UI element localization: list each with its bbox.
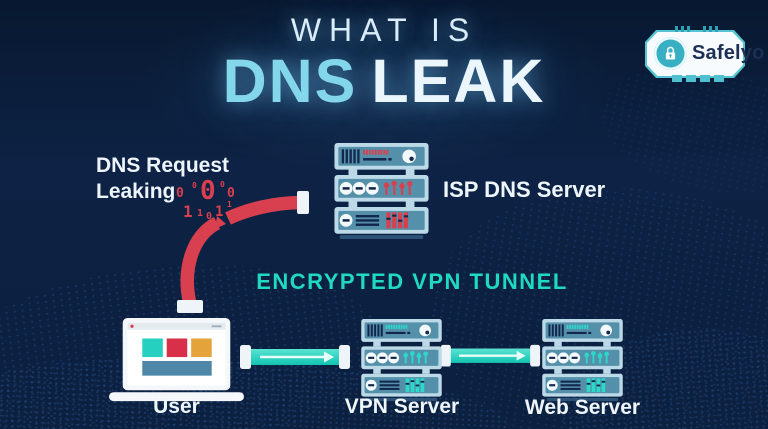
badge-content: Safelyo [654, 37, 765, 70]
server-rack-icon [361, 319, 442, 402]
server-rack-icon [334, 143, 429, 240]
tunnel-connector-vpn-web [440, 344, 541, 370]
lock-icon [654, 37, 687, 70]
binary-digit: 1 [215, 204, 224, 220]
binary-digit: 1 [197, 208, 204, 219]
binary-digit: 0 [206, 211, 213, 222]
binary-digit: 1 [183, 202, 193, 221]
badge-tick-marks [703, 26, 718, 32]
badge-segments [672, 75, 724, 82]
title-rest-leak: LEAK [371, 47, 546, 115]
encrypted-vpn-tunnel-label: ENCRYPTED VPN TUNNEL [256, 269, 568, 294]
vpn-server-icon [360, 317, 443, 404]
server-rack-icon [542, 319, 623, 402]
binary-digit: 0 [192, 181, 197, 190]
web-server-label: Web Server [524, 396, 641, 419]
binary-digit: 0 [227, 186, 235, 201]
title-accent-dns: DNS [222, 47, 358, 115]
leak-callout: DNS Request Leaking [96, 153, 229, 204]
binary-digit: 1 [227, 200, 232, 209]
isp-dns-server-label: ISP DNS Server [443, 177, 606, 202]
binary-digit: 0 [220, 180, 225, 189]
isp-dns-server-icon [333, 141, 430, 242]
page-eyebrow: WHAT IS [290, 12, 478, 48]
vpn-tunnel-connector-icon [440, 344, 541, 367]
binary-digits: 0 0 0 0 0 1 1 0 1 1 [170, 176, 250, 231]
brand-badge: Safelyo [645, 24, 764, 86]
user-node-label: User [153, 395, 200, 418]
leak-callout-line2: Leaking [96, 179, 176, 203]
vpn-tunnel-connector-icon [240, 345, 350, 369]
binary-digit: 0 [176, 186, 184, 201]
vpn-server-label: VPN Server [344, 395, 460, 418]
tunnel-connector-user-vpn [239, 344, 351, 370]
binary-digit: 0 [200, 176, 216, 206]
brand-name: Safelyo [692, 42, 765, 64]
web-server-icon [541, 317, 624, 404]
leak-cable-icon [177, 191, 309, 313]
leak-callout-line1: DNS Request [96, 154, 230, 177]
badge-tick-marks [675, 26, 690, 32]
laptop-icon [109, 317, 244, 402]
